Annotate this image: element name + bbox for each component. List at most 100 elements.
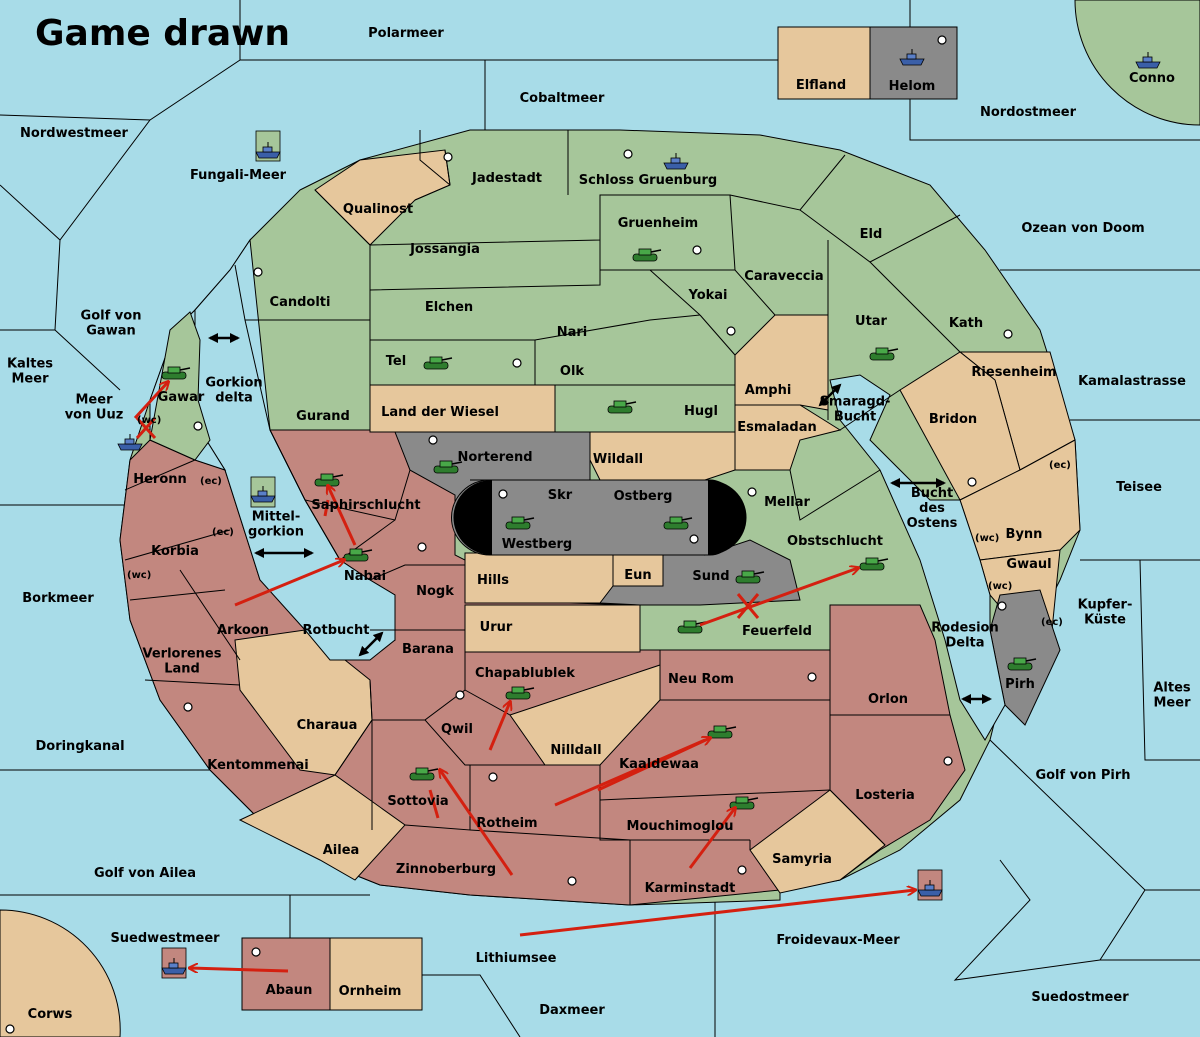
label-feuerfeld: Feuerfeld — [742, 624, 812, 639]
bucht-ostens — [829, 374, 1006, 741]
label-sottovia: Sottovia — [387, 794, 448, 809]
label-suedwest: Suedwestmeer — [110, 931, 220, 946]
coast-labels: (wc) (ec) (ec) (wc) (ec) (wc) (wc) (ec) — [127, 415, 1071, 628]
label-golf-pirh: Golf von Pirh — [1035, 768, 1130, 783]
label-ozean: Ozean von Doom — [1021, 221, 1144, 236]
label-borkmeer: Borkmeer — [22, 591, 94, 606]
label-nordostmeer: Nordostmeer — [980, 105, 1077, 120]
label-arkoon: Arkoon — [217, 623, 269, 638]
region-nilldall — [509, 664, 661, 766]
label-jossangia: Jossangia — [409, 242, 480, 257]
label-elchen: Elchen — [425, 300, 473, 315]
province-borders — [124, 130, 961, 905]
label-urur: Urur — [480, 620, 513, 635]
adjacency-arrows — [208, 333, 992, 704]
label-norterend: Norterend — [457, 450, 532, 465]
label-ostberg: Ostberg — [614, 489, 673, 504]
label-amphi: Amphi — [745, 383, 792, 398]
label-ailea: Ailea — [323, 843, 360, 858]
label-bridon: Bridon — [929, 412, 977, 427]
label-kamala: Kamalastrasse — [1078, 374, 1186, 389]
label-chapa: Chapablublek — [475, 666, 575, 681]
label-westberg: Westberg — [502, 537, 572, 552]
label-gruenheim: Gruenheim — [618, 216, 698, 231]
label-kath: Kath — [949, 316, 983, 331]
supply-centers — [5, 35, 1013, 1034]
label-nari: Nari — [557, 325, 588, 340]
label-qualinost: Qualinost — [343, 202, 413, 217]
label-abaun: Abaun — [266, 983, 313, 998]
label-helom: Helom — [889, 79, 936, 94]
label-rotbucht: Rotbucht — [303, 623, 370, 638]
label-mellar: Mellar — [764, 495, 810, 510]
label-mouchi: Mouchimoglou — [627, 819, 734, 834]
label-schloss: Schloss Gruenburg — [579, 173, 717, 188]
label-smaragd: Smaragd-Bucht — [820, 395, 891, 425]
label-tel: Tel — [386, 354, 406, 369]
label-orlon: Orlon — [868, 692, 908, 707]
label-cobaltmeer: Cobaltmeer — [520, 91, 605, 106]
label-yokai: Yokai — [687, 288, 727, 303]
label-kupfer: Kupfer-Küste — [1078, 598, 1133, 628]
label-hills: Hills — [477, 573, 509, 588]
label-elfland: Elfland — [796, 78, 846, 93]
label-daxmeer: Daxmeer — [539, 1003, 605, 1018]
coast-gwaul-wc: (wc) — [988, 581, 1012, 592]
corws-land — [0, 909, 121, 1037]
label-zinnober: Zinnoberburg — [396, 862, 496, 877]
region-elfland — [777, 26, 871, 100]
label-nordwestmeer: Nordwestmeer — [20, 126, 128, 141]
label-golf-ailea: Golf von Ailea — [94, 866, 196, 881]
label-pirh: Pirh — [1005, 677, 1035, 692]
label-riesenheim: Riesenheim — [971, 365, 1056, 380]
label-rotheim: Rotheim — [476, 816, 537, 831]
label-korbia: Korbia — [151, 544, 199, 559]
label-nogk: Nogk — [416, 584, 454, 599]
coast-korbia-ec: (ec) — [212, 527, 234, 538]
region-bridon — [899, 351, 1021, 501]
order-arrows — [133, 382, 915, 971]
label-qwil: Qwil — [441, 722, 473, 737]
label-charaua: Charaua — [297, 718, 358, 733]
label-eld: Eld — [860, 227, 883, 242]
label-bynn: Bynn — [1006, 527, 1043, 542]
region-ornheim — [329, 937, 423, 1011]
label-losteria: Losteria — [855, 788, 915, 803]
coast-bynn-wc: (wc) — [975, 533, 999, 544]
label-gurand: Gurand — [296, 409, 350, 424]
region-urur — [464, 604, 641, 653]
label-barana: Barana — [402, 642, 454, 657]
label-corws: Corws — [28, 1007, 73, 1022]
label-sund: Sund — [692, 569, 729, 584]
coast-heronn-ec: (ec) — [200, 476, 222, 487]
label-jadestadt: Jadestadt — [471, 171, 542, 186]
coast-gawar-wc: (wc) — [137, 415, 161, 426]
label-doringkanal: Doringkanal — [35, 739, 124, 754]
label-gawar: Gawar — [158, 390, 205, 405]
label-gwaul: Gwaul — [1006, 557, 1051, 572]
fleet-units — [117, 28, 1161, 979]
label-skr: Skr — [548, 488, 573, 503]
label-heronn: Heronn — [133, 472, 187, 487]
region-labels: Elfland Helom Jadestadt Schloss Gruenbur… — [133, 78, 1056, 999]
label-land-wiesel: Land der Wiesel — [381, 405, 499, 420]
coast-gwaul-ec: (ec) — [1041, 617, 1063, 628]
label-teisee: Teisee — [1116, 480, 1162, 495]
label-caraveccia: Caraveccia — [744, 269, 823, 284]
region-ailea — [238, 774, 406, 881]
label-conno: Conno — [1129, 71, 1175, 86]
sea-labels: Polarmeer Cobaltmeer Nordwestmeer Fungal… — [7, 26, 1191, 1022]
region-samyria — [749, 789, 886, 894]
label-hugl: Hugl — [684, 404, 718, 419]
label-obst: Obstschlucht — [787, 534, 883, 549]
label-mittelgorkion: Mittel-gorkion — [248, 510, 304, 540]
label-froide: Froidevaux-Meer — [776, 933, 900, 948]
label-karmin: Karminstadt — [645, 881, 736, 896]
